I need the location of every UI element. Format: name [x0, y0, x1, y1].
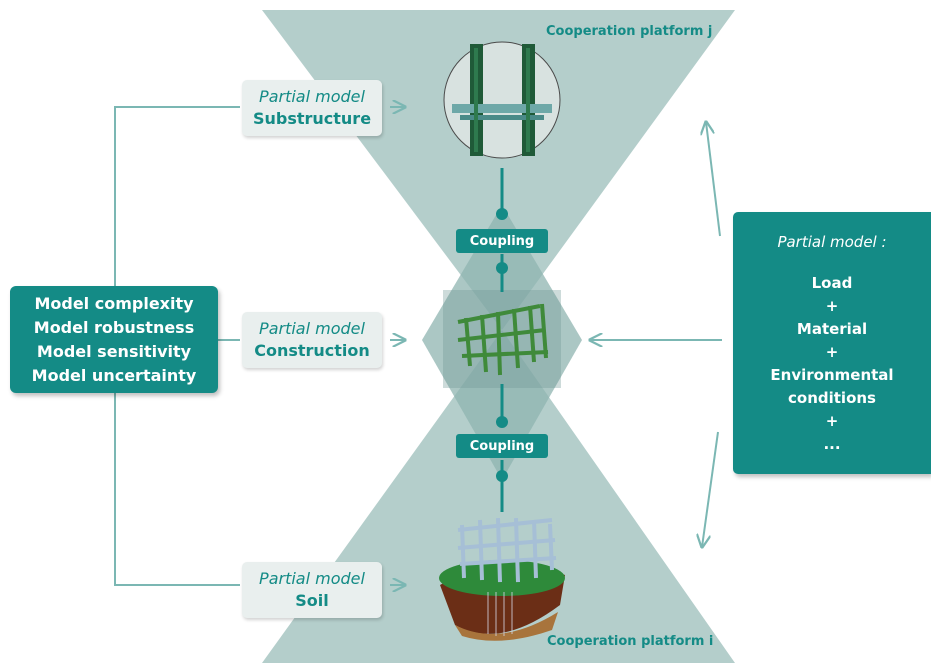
coupling-node: [496, 416, 508, 428]
partial-model-prefix: Partial model: [259, 569, 365, 588]
input-item: +: [825, 296, 839, 315]
partial-model-substructure: Partial model Substructure: [242, 80, 382, 136]
coupling-label-bottom: Coupling: [456, 434, 548, 458]
partial-model-construction: Partial model Construction: [242, 312, 382, 368]
model-property-line: Model uncertainty: [31, 365, 197, 385]
input-item: ...: [823, 434, 841, 453]
construction-image: [457, 303, 549, 376]
input-item: conditions: [788, 388, 876, 407]
input-item: Material: [796, 319, 868, 338]
coupling-node: [496, 208, 508, 220]
arrow-to-platform-i: [702, 431, 719, 547]
partial-model-inputs-box: Partial model : Load + Material + Enviro…: [733, 212, 931, 474]
input-item: +: [825, 411, 839, 430]
partial-model-name: Construction: [254, 341, 370, 360]
model-property-line: Model robustness: [33, 317, 195, 337]
coupling-label-top: Coupling: [456, 229, 548, 253]
partial-model-name: Soil: [295, 591, 329, 610]
inputs-title: Partial model :: [777, 232, 887, 251]
coupling-diamond: [422, 205, 582, 480]
model-properties-box: Model complexity Model robustness Model …: [10, 286, 218, 393]
platform-j-label: Cooperation platform j: [546, 24, 713, 39]
coupling-node: [496, 262, 508, 274]
left-connector: [114, 106, 240, 586]
arrow-to-platform-j: [706, 122, 721, 237]
partial-model-prefix: Partial model: [259, 87, 365, 106]
partial-model-name: Substructure: [252, 109, 372, 128]
input-item: Load: [811, 273, 853, 292]
model-property-line: Model complexity: [34, 293, 194, 313]
model-property-line: Model sensitivity: [36, 341, 192, 361]
platform-i-label: Cooperation platform i: [547, 634, 714, 649]
substructure-image: [443, 41, 561, 159]
input-item: +: [825, 342, 839, 361]
coupling-node: [496, 470, 508, 482]
soil-image: [439, 517, 565, 641]
input-item: Environmental: [770, 365, 894, 384]
partial-model-prefix: Partial model: [259, 319, 365, 338]
partial-model-soil: Partial model Soil: [242, 562, 382, 618]
